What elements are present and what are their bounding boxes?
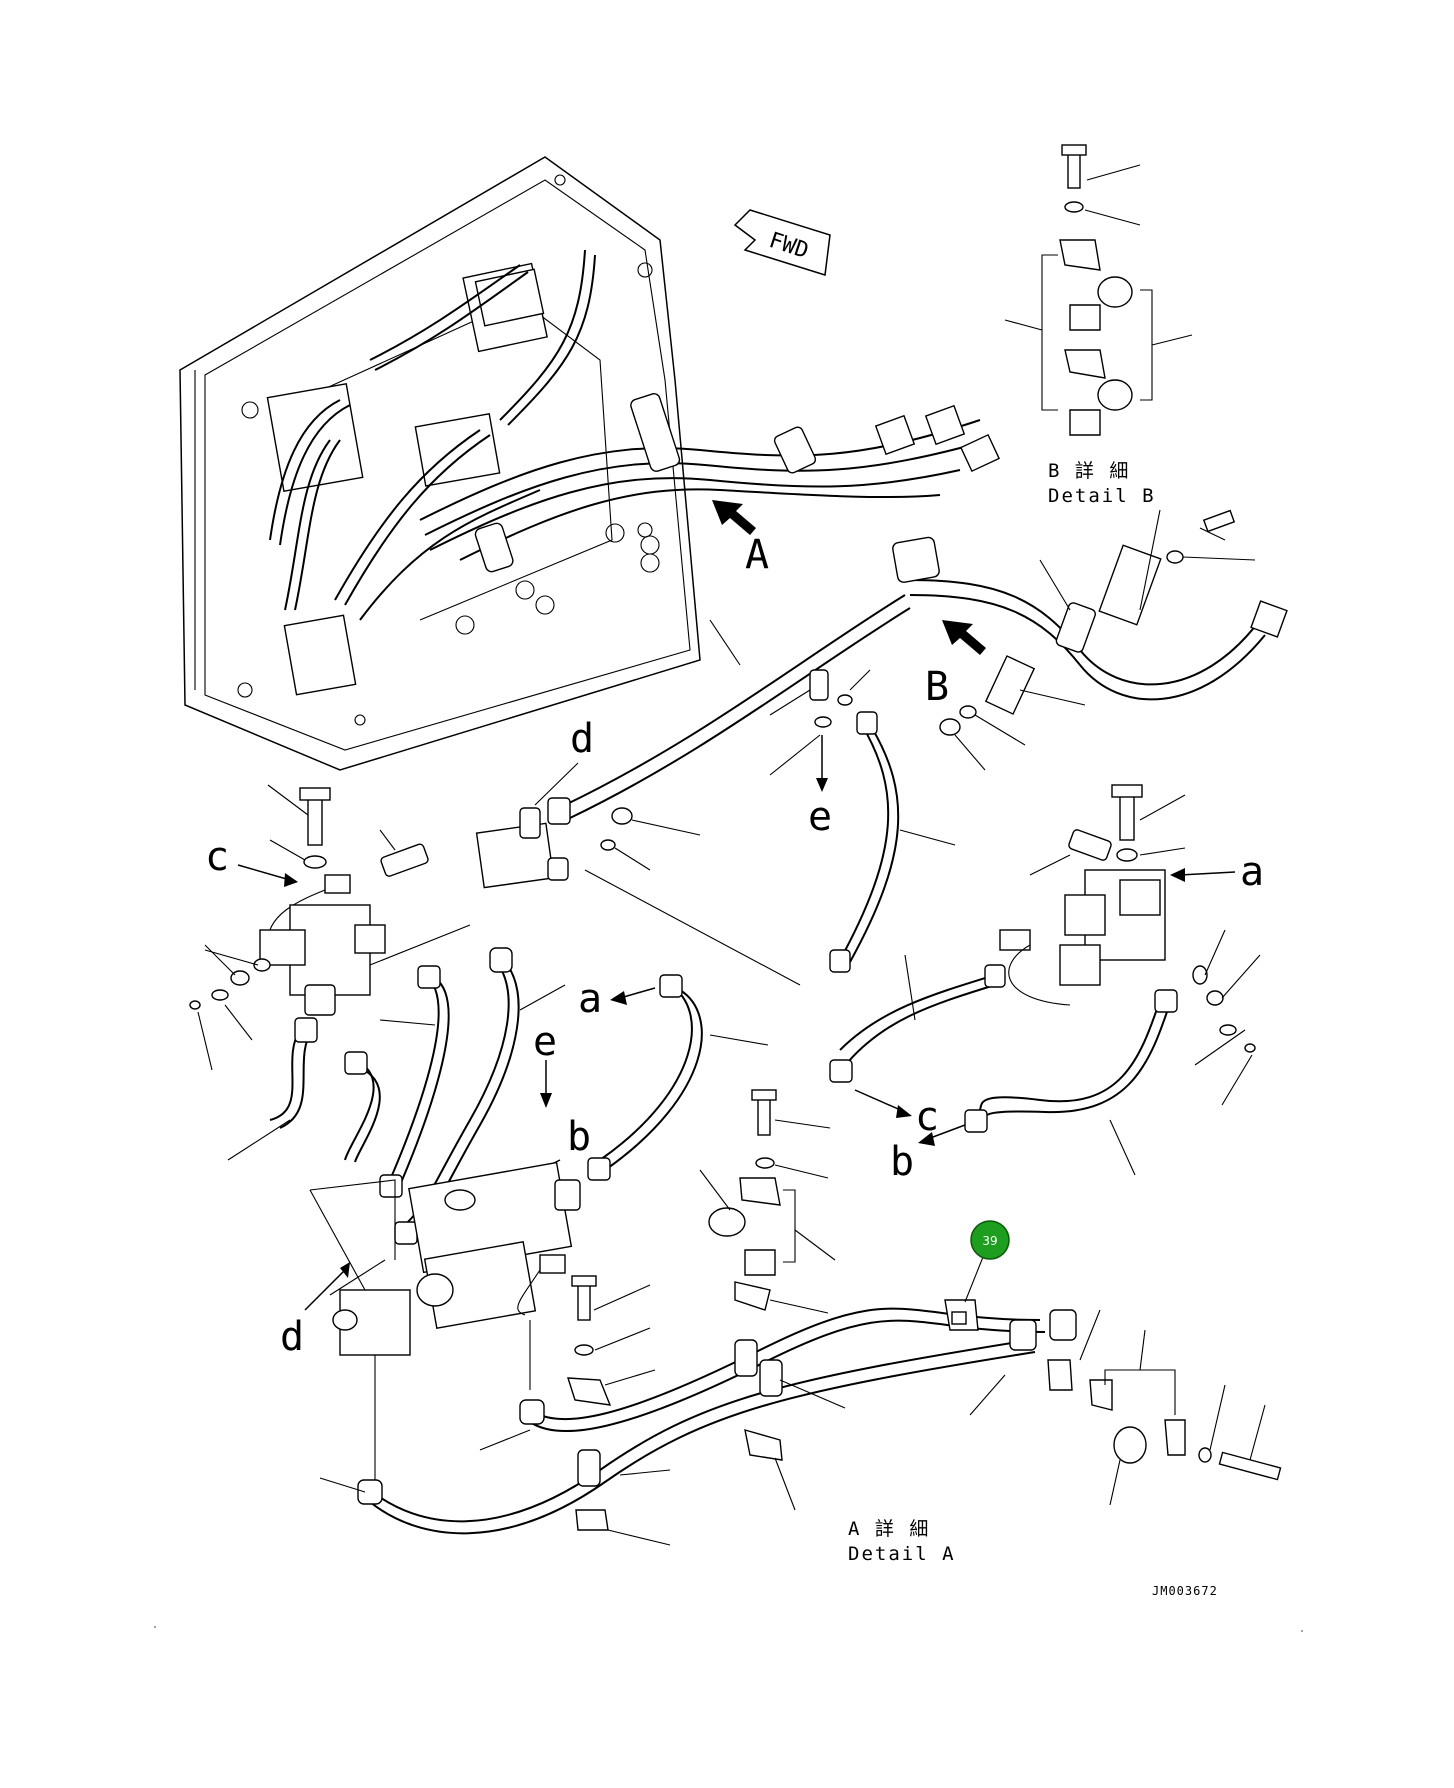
nut-icon-2 bbox=[1069, 409, 1101, 436]
left-valve-unit: c bbox=[189, 784, 471, 1071]
clamp-icon-2 bbox=[1064, 349, 1106, 379]
ref-d-top: d bbox=[570, 716, 594, 762]
ref-b-lower: b bbox=[567, 1114, 591, 1160]
hose-routing-middle: d e bbox=[475, 594, 956, 986]
valve-panel-assembly bbox=[179, 156, 1001, 771]
part-callout-39[interactable]: 39 bbox=[964, 1220, 1010, 1303]
spacer-icon bbox=[1097, 276, 1133, 308]
clamp-assembly-b bbox=[892, 509, 1288, 771]
ref-c-right: c bbox=[915, 1094, 939, 1140]
view-b-arrow: B bbox=[925, 620, 986, 710]
view-b-label: B bbox=[925, 664, 949, 710]
ref-e-top: e bbox=[808, 794, 832, 840]
view-a-arrow: A bbox=[712, 500, 769, 578]
callout-badge[interactable] bbox=[970, 1220, 1010, 1260]
right-valve-unit: a bbox=[999, 784, 1264, 1106]
detail-b-jp: B 詳 細 bbox=[1048, 460, 1130, 482]
detail-a-jp: A 詳 細 bbox=[848, 1518, 930, 1540]
washer-icon bbox=[1064, 201, 1084, 213]
ref-a-right: a bbox=[1240, 849, 1264, 895]
detail-b-en: Detail B bbox=[1048, 485, 1156, 507]
drawing-code: JM003672 bbox=[1152, 1584, 1218, 1598]
hoses-right: c b bbox=[829, 954, 1178, 1185]
bolt-head-icon bbox=[1061, 144, 1087, 156]
ref-a-lower: a bbox=[578, 976, 602, 1022]
detail-a-group: A 詳 細 Detail A bbox=[319, 1089, 1282, 1565]
detail-a-en: Detail A bbox=[848, 1543, 956, 1565]
ref-e-lower: e bbox=[533, 1019, 557, 1065]
forward-direction-arrow: FWD bbox=[733, 209, 831, 276]
spacer-icon-2 bbox=[1097, 379, 1133, 411]
nut-icon bbox=[1069, 304, 1101, 331]
ref-labels-lower: a e b bbox=[512, 974, 769, 1187]
callout-number[interactable]: 39 bbox=[982, 1234, 997, 1248]
view-a-label: A bbox=[745, 532, 769, 578]
clamp-icon bbox=[1059, 239, 1101, 271]
detail-b-group: B 詳 細 Detail B bbox=[1004, 144, 1193, 507]
ref-c-left: c bbox=[205, 834, 229, 880]
ref-b-right: b bbox=[890, 1139, 914, 1185]
bottom-valve-unit: d bbox=[280, 1161, 581, 1480]
ref-d-lower: d bbox=[280, 1314, 304, 1360]
